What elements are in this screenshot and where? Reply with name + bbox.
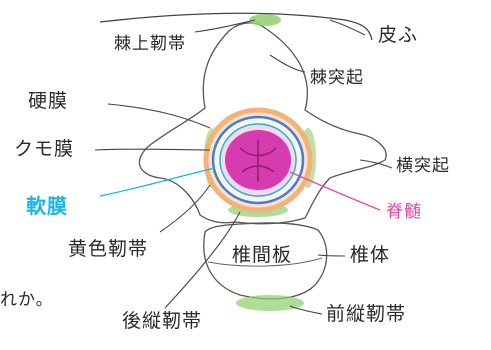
interspinous-ligament-mark	[249, 14, 281, 26]
leader-dura	[107, 103, 211, 129]
label-pia-mater: 軟膜	[26, 194, 68, 218]
leader-posterior-longitudinal	[164, 211, 241, 309]
vertebral-body-outline	[203, 222, 328, 300]
label-intervertebral-disc: 椎間板	[232, 244, 293, 266]
label-dura-mater: 硬膜	[28, 90, 69, 112]
label-arachnoid: クモ膜	[14, 138, 75, 160]
label-transverse-process: 横突起	[396, 156, 450, 176]
leader-skin	[329, 19, 366, 36]
leader-vertebral-body	[317, 254, 346, 257]
leader-transverse	[359, 159, 393, 169]
label-vertebral-body: 椎体	[350, 244, 391, 266]
leader-spinal-cord	[289, 171, 381, 211]
skin-outline	[99, 12, 373, 41]
leader-pia	[99, 167, 216, 197]
label-interspinous-ligament: 棘上靭帯	[114, 34, 186, 54]
leader-flavum	[159, 184, 211, 233]
label-skin: 皮ふ	[378, 24, 419, 46]
label-ligamentum-flavum: 黄色靭帯	[68, 238, 149, 260]
disc-line	[207, 257, 323, 267]
leader-interspinous	[194, 19, 256, 33]
label-spinal-cord: 脊髄	[386, 202, 422, 222]
leader-spinous	[269, 54, 306, 73]
leader-anterior-longitudinal	[289, 305, 323, 315]
label-anterior-longitudinal-ligament: 前縦靭帯	[326, 303, 407, 325]
label-spinous-process: 棘突起	[310, 68, 364, 88]
spinal-cord-grey-matter	[239, 140, 277, 182]
vertebra-outline	[138, 22, 387, 225]
label-posterior-longitudinal-ligament: 後縦靭帯	[122, 310, 203, 332]
leader-arachnoid	[94, 148, 211, 151]
cutoff-question-text: れか。	[0, 290, 54, 310]
anterior-longitudinal-ligament-mark	[236, 295, 304, 311]
